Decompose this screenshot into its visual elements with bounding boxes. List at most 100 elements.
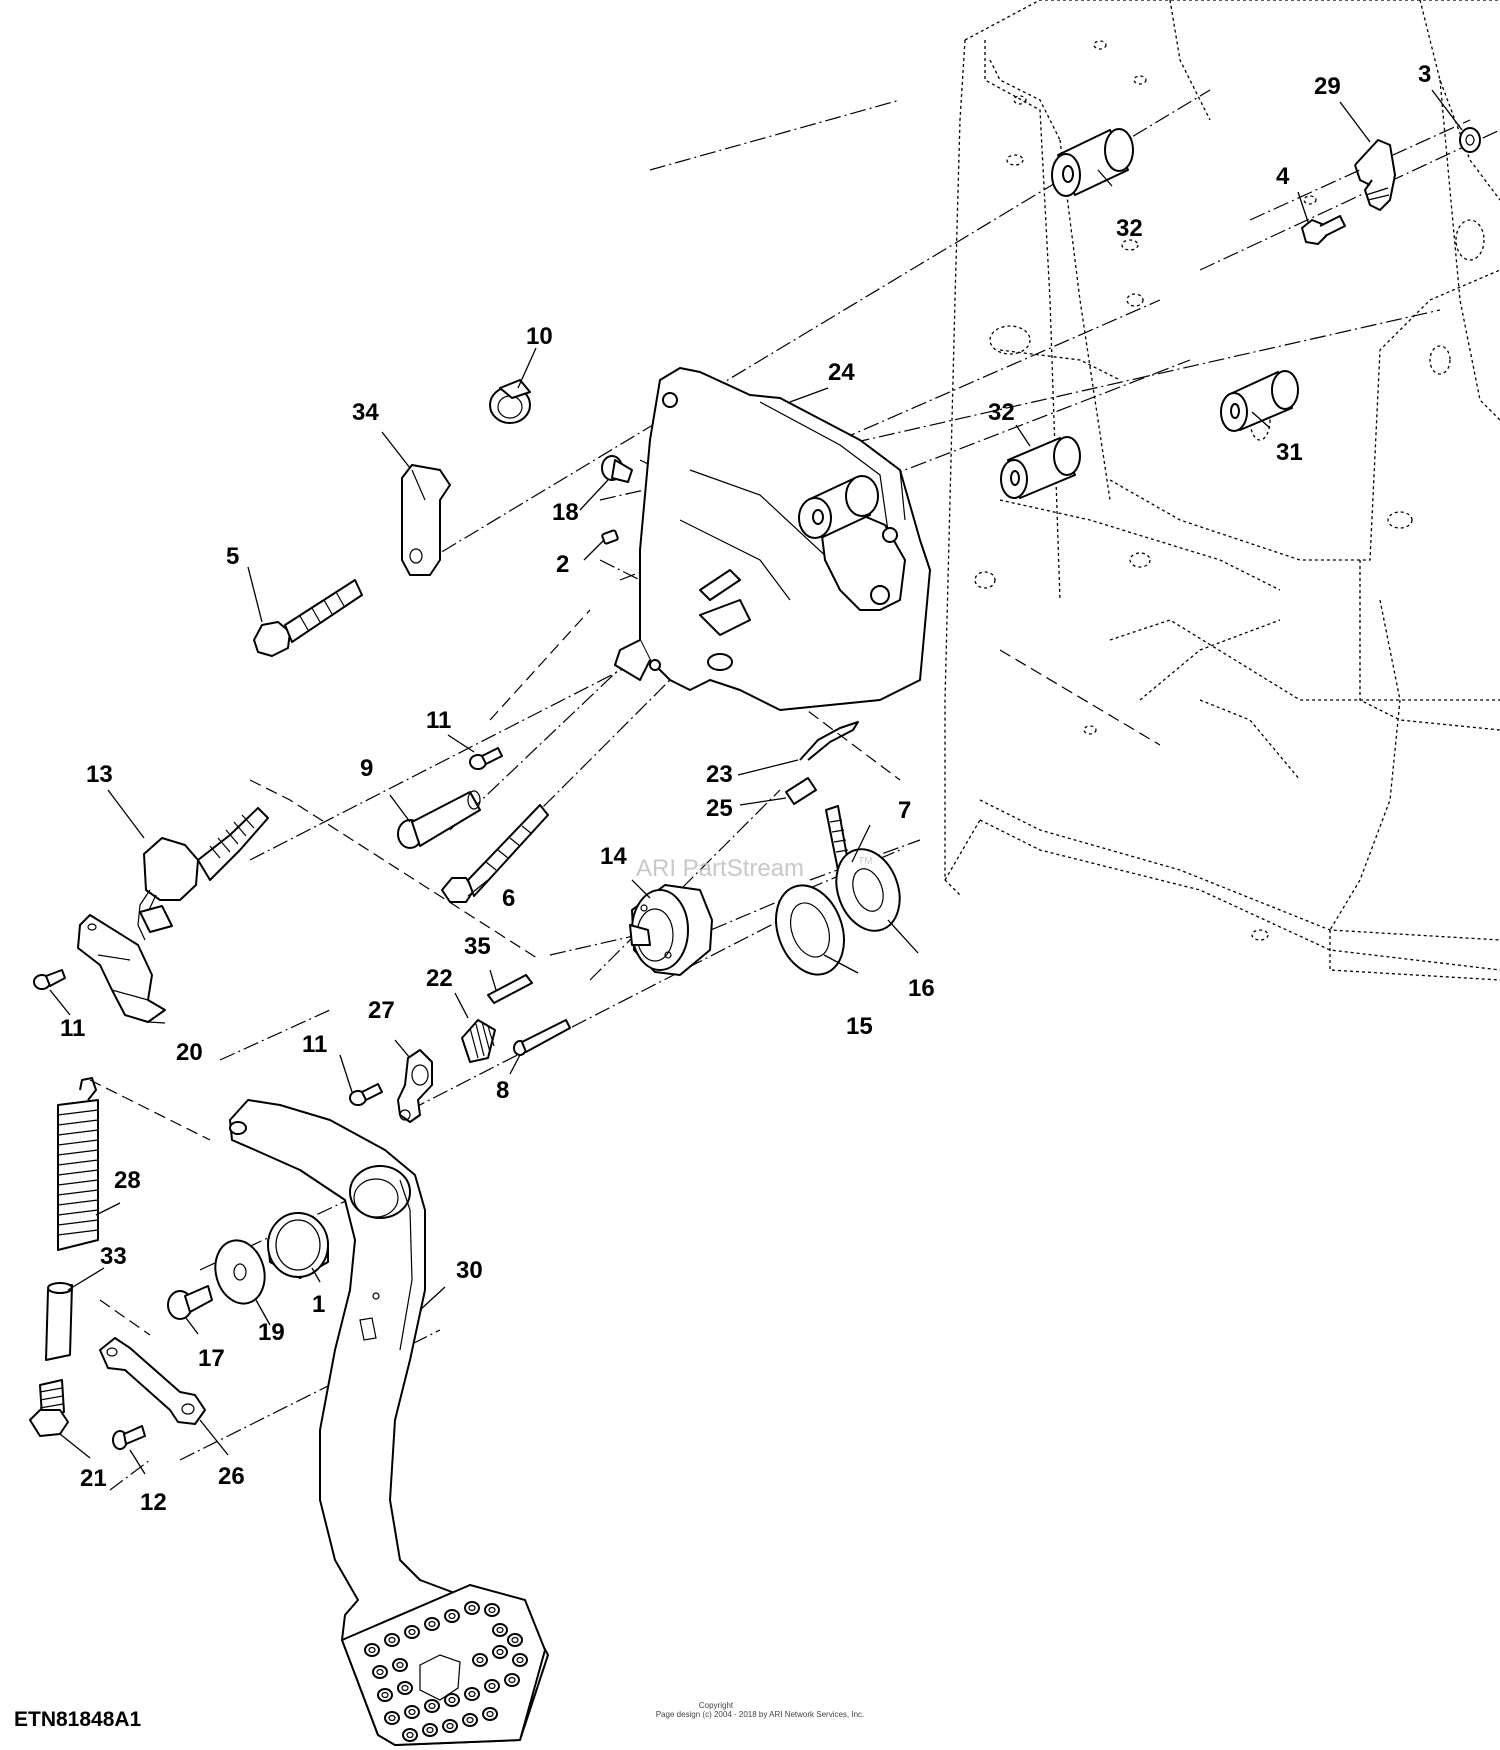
screw-12 (112, 1425, 146, 1450)
pad-stud (364, 1643, 380, 1657)
callout-11-upper: 11 (426, 707, 451, 734)
pad-stud (464, 1687, 480, 1701)
pad-stud (444, 1693, 460, 1707)
pad-stud (424, 1617, 440, 1631)
bushing-1 (267, 1212, 329, 1279)
pad-stud-center (488, 1606, 496, 1614)
bushing-32-mid (1000, 436, 1081, 499)
pad-stud-center (448, 1612, 456, 1620)
figure-id: ETN81848A1 (14, 1708, 142, 1731)
callout-18: 18 (552, 499, 579, 526)
pad-stud (404, 1625, 420, 1639)
pad-stud (482, 1707, 498, 1721)
adjuster-21 (29, 1379, 69, 1437)
pad-stud-center (468, 1690, 476, 1698)
pad-stud (384, 1633, 400, 1647)
pad-stud (492, 1645, 508, 1659)
spring-22 (461, 1019, 496, 1063)
bushing-32-top (1051, 128, 1134, 197)
spacer-on-plate (798, 475, 879, 539)
pad-stud (397, 1681, 413, 1695)
pad-stud-center (376, 1668, 384, 1676)
pad-stud (492, 1623, 508, 1637)
callout-30: 30 (456, 1257, 483, 1284)
pad-stud (507, 1633, 523, 1647)
pad-stud-center (466, 1716, 474, 1724)
copyright-line1: Copyright (699, 1701, 734, 1710)
callout-11-lower: 11 (302, 1031, 327, 1058)
pad-stud-center (448, 1696, 456, 1704)
pad-stud-center (388, 1636, 396, 1644)
callout-12: 12 (140, 1489, 167, 1516)
pedal-pad-studs (364, 1601, 528, 1742)
bolt-5 (253, 579, 363, 657)
mounting-plate-24 (614, 367, 931, 711)
callout-3: 3 (1418, 61, 1431, 88)
pad-stud (402, 1728, 418, 1742)
pad-stud (404, 1705, 420, 1719)
callout-34: 34 (352, 399, 379, 426)
callout-23: 23 (706, 761, 733, 788)
frame-structure (944, 0, 1500, 981)
pad-stud (464, 1601, 480, 1615)
pin-2 (601, 529, 619, 545)
pad-stud-center (381, 1691, 389, 1699)
pad-stud-center (488, 1682, 496, 1690)
sensor-14 (629, 884, 713, 976)
pad-stud-center (446, 1722, 454, 1730)
pad-stud-center (388, 1714, 396, 1722)
callout-5: 5 (226, 543, 239, 570)
callout-14: 14 (600, 843, 627, 870)
pad-stud-center (496, 1626, 504, 1634)
callout-4: 4 (1276, 163, 1290, 190)
pad-stud-center (496, 1648, 504, 1656)
pin-9 (397, 790, 481, 849)
bracket-20 (77, 914, 166, 1023)
pad-stud-center (516, 1656, 524, 1664)
pad-stud (444, 1609, 460, 1623)
pad-stud-center (396, 1661, 404, 1669)
pad-stud (424, 1699, 440, 1713)
callout-19: 19 (258, 1319, 285, 1346)
watermark-tm: TM (858, 856, 872, 867)
callout-16: 16 (908, 975, 935, 1002)
callout-labels: 29 3 4 32 10 34 5 24 32 31 18 2 11 9 13 … (60, 61, 1431, 1516)
callout-11-left: 11 (60, 1015, 85, 1042)
pad-stud (372, 1665, 388, 1679)
callout-10: 10 (526, 323, 553, 350)
pad-stud (484, 1603, 500, 1617)
bolt-8 (513, 1019, 571, 1056)
callout-21: 21 (80, 1465, 107, 1492)
pad-stud-center (408, 1628, 416, 1636)
callout-27: 27 (368, 997, 395, 1024)
callout-28: 28 (114, 1167, 141, 1194)
link-26 (99, 1337, 206, 1425)
callout-22: 22 (426, 965, 453, 992)
lever-27 (397, 1049, 433, 1123)
bolt-17 (167, 1285, 213, 1320)
washer-15 (775, 884, 845, 976)
callout-15: 15 (846, 1013, 873, 1040)
screw-11-left (33, 969, 66, 990)
pad-stud (504, 1673, 520, 1687)
watermark: ARI PartStream (636, 855, 804, 882)
screw-11-lower (349, 1083, 383, 1106)
callout-7: 7 (898, 797, 911, 824)
callout-1: 1 (312, 1291, 325, 1318)
pad-stud (442, 1719, 458, 1733)
callout-35: 35 (464, 933, 491, 960)
pad-stud (484, 1679, 500, 1693)
pad-stud (472, 1653, 488, 1667)
callout-32-mid: 32 (988, 399, 1015, 426)
pad-stud-center (401, 1684, 409, 1692)
pin-25 (785, 777, 817, 805)
clip-29 (1354, 139, 1396, 211)
pad-stud-center (486, 1710, 494, 1718)
screw-11-upper (469, 747, 503, 770)
pad-stud (422, 1723, 438, 1737)
callout-24: 24 (828, 359, 855, 386)
pad-stud-center (468, 1604, 476, 1612)
leader-lines (49, 89, 1463, 1475)
spring-clip-23 (799, 721, 859, 761)
nut-3 (1459, 127, 1481, 153)
